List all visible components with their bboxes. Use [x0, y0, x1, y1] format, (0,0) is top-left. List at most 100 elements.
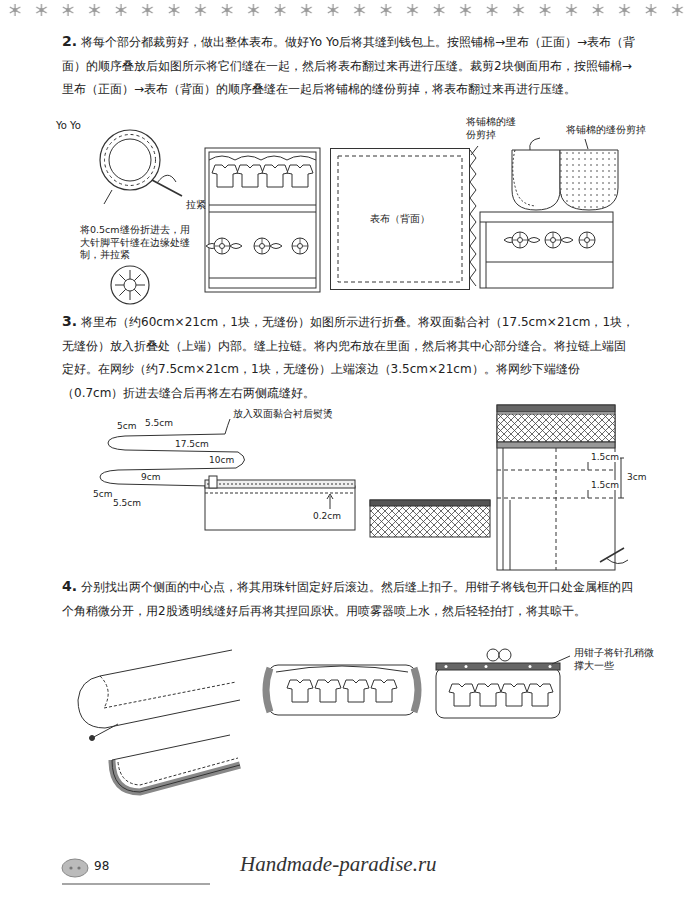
illustration-part	[254, 238, 270, 254]
illustration-part	[556, 448, 557, 570]
illustration-part	[92, 724, 118, 738]
illustration-part	[209, 278, 316, 279]
illustration-part	[512, 232, 528, 248]
illustration-part	[585, 139, 588, 149]
bound-bag	[266, 665, 418, 715]
illustration-part	[621, 458, 622, 498]
illustration-part	[475, 684, 501, 706]
illustration-part	[104, 190, 112, 204]
illustration-part	[512, 150, 560, 210]
label-holder: 5cm	[92, 489, 113, 500]
illustration-part	[100, 676, 236, 708]
illustration-part	[209, 476, 217, 488]
dimension-label: 9cm	[140, 472, 161, 482]
illustration-part	[588, 462, 589, 470]
illustration-part	[78, 650, 232, 700]
dimension-label: 10cm	[208, 455, 235, 465]
label-holder: 98	[94, 859, 109, 873]
illustration-part	[236, 452, 245, 468]
dimension-label: 1.5cm	[590, 452, 620, 462]
illustration-part	[436, 668, 560, 718]
instruction-paragraph: 4.分别找出两个侧面的中心点，将其用珠针固定好后滚边。然后缝上扣子。用钳子将钱包…	[62, 575, 636, 623]
illustration-part	[560, 150, 618, 210]
illustration-part	[209, 152, 316, 288]
illustration-part	[209, 205, 316, 206]
page-footer	[62, 859, 210, 884]
folding-diagram	[100, 419, 245, 486]
side-pieces	[512, 138, 618, 210]
illustration-part	[237, 165, 263, 187]
illustration-part	[225, 419, 230, 434]
yoyo-figure	[100, 130, 182, 304]
illustration-part	[486, 262, 613, 263]
illustration-part	[497, 442, 615, 448]
illustration-part	[276, 666, 408, 672]
illustration-part	[414, 668, 418, 712]
framed-purse	[436, 649, 570, 718]
dimension-label: 0.2cm	[312, 511, 342, 521]
illustration-part	[606, 558, 628, 564]
illustration-part	[480, 212, 613, 288]
illustration-part	[338, 156, 462, 282]
illustration-part	[62, 859, 88, 877]
instruction-paragraph: 2.将每个部分都裁剪好，做出整体表布。做好Yo Yo后将其缝到钱包上。按照铺棉→…	[62, 30, 636, 102]
dimension-label: 5cm	[92, 489, 113, 499]
illustration-part	[109, 139, 151, 181]
note-label: 拉紧	[186, 199, 206, 210]
instruction-text: 将里布（约60cm×21cm，1块，无缝份）如图所示进行折叠。将双面黏合衬（17…	[62, 315, 634, 400]
step-number: 2.	[62, 33, 77, 49]
ornament-border	[0, 0, 690, 21]
illustration-part	[209, 156, 316, 160]
illustration-part	[370, 500, 490, 506]
label-holder: Yo Yo	[56, 120, 81, 132]
illustration-part	[230, 244, 242, 249]
illustration-part	[115, 270, 145, 300]
label-holder: 5cm	[116, 421, 137, 432]
illustration-part	[579, 232, 595, 248]
illustration-part	[470, 150, 476, 286]
illustration-part	[100, 130, 160, 190]
illustration-part	[205, 480, 355, 488]
fabric-panel: 表布（背面）	[330, 148, 470, 290]
zipper-panel	[205, 476, 355, 530]
illustration-part	[618, 498, 624, 499]
part-name: Yo Yo	[56, 120, 81, 131]
illustration-part	[77, 866, 80, 869]
illustration-part	[105, 135, 156, 186]
illustration-part	[330, 496, 331, 509]
illustration-part	[497, 405, 615, 412]
illustration-part	[112, 760, 240, 792]
illustration-part	[157, 175, 176, 183]
label-holder: 将0.5cm缝份折进去，用大针脚平针缝在边缘处缝制，并拉紧	[80, 224, 194, 262]
page-number: 98	[94, 859, 109, 873]
illustration-part	[268, 665, 416, 715]
label-holder: 1.5cm	[590, 480, 620, 491]
illustration-part	[209, 212, 316, 213]
instruction-text: 分别找出两个侧面的中心点，将其用珠针固定好后滚边。然后缝上扣子。用钳子将钱包开口…	[62, 580, 633, 618]
label-holder: 9cm	[140, 472, 161, 483]
label-holder: 放入双面黏合衬后熨烫	[232, 408, 334, 419]
illustration-part	[485, 665, 488, 668]
illustration-part	[503, 448, 504, 570]
panel-label: 表布（背面）	[368, 212, 432, 226]
lining-with-mesh	[497, 405, 628, 570]
label-holder: 3cm	[626, 472, 647, 483]
illustration-part	[207, 484, 353, 485]
dimension-label: 3cm	[626, 472, 647, 482]
label-holder: 10cm	[208, 455, 235, 466]
note-label: 放入双面黏合衬后熨烫	[232, 408, 334, 419]
illustration-part	[69, 866, 72, 869]
note-label: 将0.5cm缝份折进去，用大针脚平针缝在边缘处缝制，并拉紧	[80, 224, 190, 260]
illustration-part	[287, 680, 313, 702]
illustration-part	[370, 500, 490, 537]
label-holder: 17.5cm	[174, 439, 210, 450]
illustration-part	[501, 684, 527, 706]
illustration-part	[214, 238, 230, 254]
dimension-label: 5cm	[116, 421, 137, 431]
illustration-part	[465, 665, 468, 668]
step-number: 3.	[62, 313, 77, 329]
quilt-panel	[205, 148, 320, 292]
illustration-part	[0, 0, 690, 21]
illustration-part	[118, 758, 238, 785]
